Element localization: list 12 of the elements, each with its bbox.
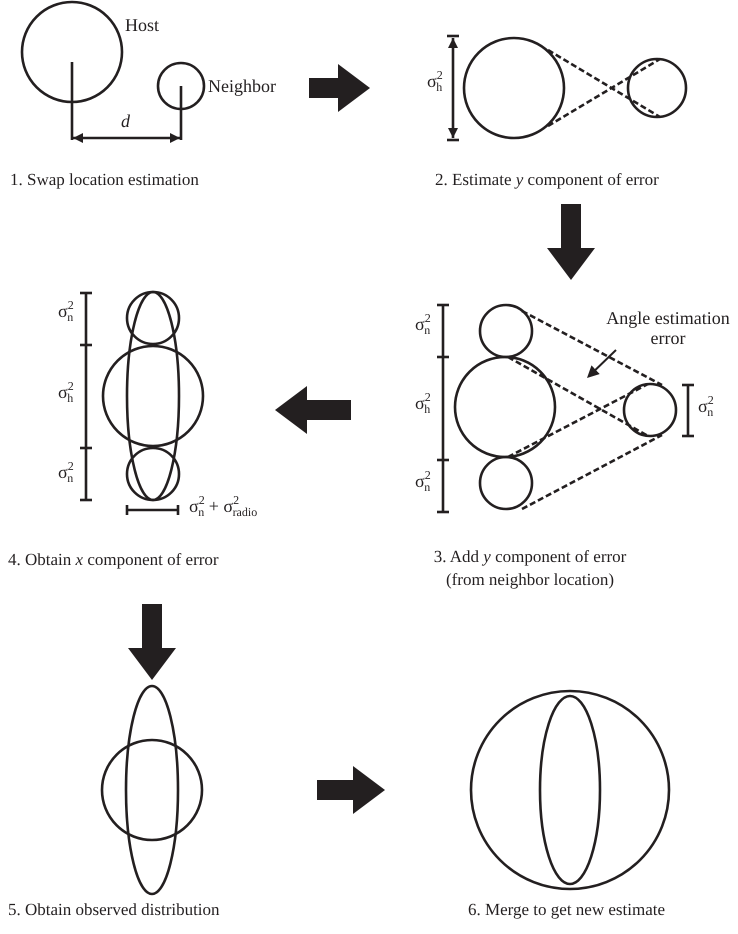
distance-label: d bbox=[121, 110, 130, 132]
step-caption: 6. Merge to get new estimate bbox=[468, 899, 666, 921]
leader-arrow bbox=[586, 349, 617, 379]
step-caption: 1. Swap location estimation bbox=[10, 169, 199, 191]
block-arrow bbox=[128, 604, 176, 680]
block-arrow bbox=[547, 204, 595, 280]
step-caption: 5. Obtain observed distribution bbox=[8, 899, 220, 921]
text-label: Host bbox=[125, 14, 160, 36]
step-caption: 3. Add y component of error (from neighbor location) bbox=[432, 546, 628, 591]
step-caption: 4. Obtain x component of error bbox=[8, 549, 219, 571]
step-caption: 2. Estimate y component of error bbox=[435, 169, 659, 191]
annotation-text: Angle estimation error bbox=[598, 308, 738, 350]
